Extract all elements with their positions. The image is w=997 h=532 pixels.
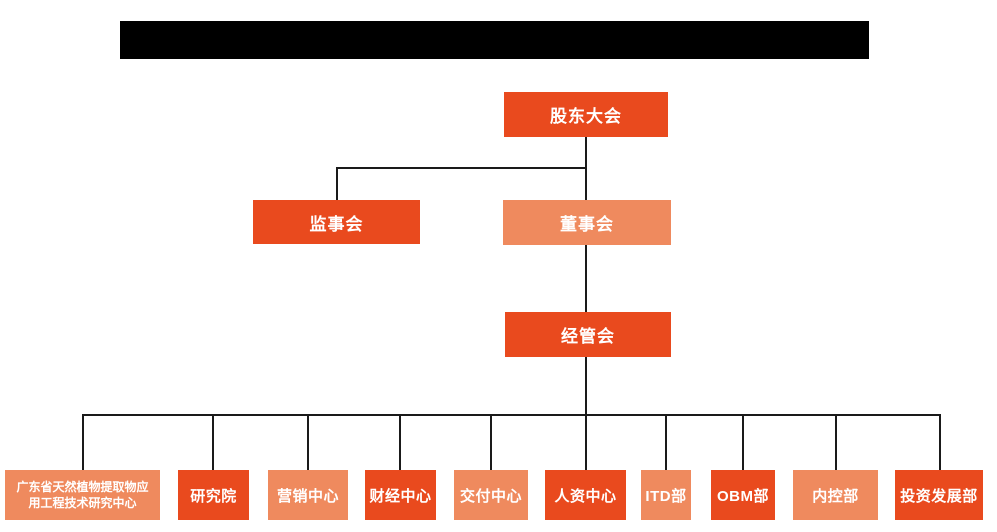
node-dept-marketing-center: 营销中心 (268, 470, 348, 520)
node-dept-obm: OBM部 (711, 470, 775, 520)
node-dept-finance-center: 财经中心 (365, 470, 436, 520)
node-board-of-directors: 董事会 (503, 200, 671, 245)
connector-board-to-management (585, 245, 587, 312)
node-dept-research-center: 广东省天然植物提取物应用工程技术研究中心 (5, 470, 160, 520)
node-label: ITD部 (645, 487, 687, 505)
node-label: 经管会 (561, 327, 615, 346)
node-label: 内控部 (812, 487, 859, 505)
node-supervisory-board: 监事会 (253, 200, 420, 244)
node-dept-itd: ITD部 (641, 470, 691, 520)
node-label: 投资发展部 (900, 487, 978, 505)
node-shareholders-meeting: 股东大会 (504, 92, 668, 137)
node-label: 研究院 (190, 487, 237, 505)
connector-drop-9 (835, 414, 837, 470)
node-dept-investment-development: 投资发展部 (895, 470, 983, 520)
connector-drop-1 (82, 414, 84, 470)
node-label: 营销中心 (276, 487, 339, 505)
connector-to-supervisory (336, 167, 338, 200)
node-label: 交付中心 (459, 487, 522, 505)
connector-drop-3 (307, 414, 309, 470)
node-label: 广东省天然植物提取物应用工程技术研究中心 (16, 479, 149, 510)
connector-drop-6 (585, 414, 587, 470)
connector-departments-horizontal (82, 414, 941, 416)
node-dept-internal-control: 内控部 (793, 470, 878, 520)
node-label: 人资中心 (554, 487, 617, 505)
node-dept-research-institute: 研究院 (178, 470, 249, 520)
connector-drop-8 (742, 414, 744, 470)
node-label: 财经中心 (369, 487, 432, 505)
node-label: OBM部 (717, 487, 769, 505)
redacted-title-bar (120, 21, 869, 59)
node-management-committee: 经管会 (505, 312, 671, 357)
connector-drop-10 (939, 414, 941, 470)
connector-drop-2 (212, 414, 214, 470)
node-dept-delivery-center: 交付中心 (454, 470, 528, 520)
connector-management-down (585, 357, 587, 416)
connector-drop-7 (665, 414, 667, 470)
connector-drop-4 (399, 414, 401, 470)
node-label: 监事会 (309, 214, 364, 234)
node-label: 股东大会 (550, 107, 622, 126)
connector-drop-5 (490, 414, 492, 470)
connector-branch-horizontal (336, 167, 587, 169)
node-dept-hr-center: 人资中心 (545, 470, 626, 520)
node-label: 董事会 (560, 215, 614, 234)
